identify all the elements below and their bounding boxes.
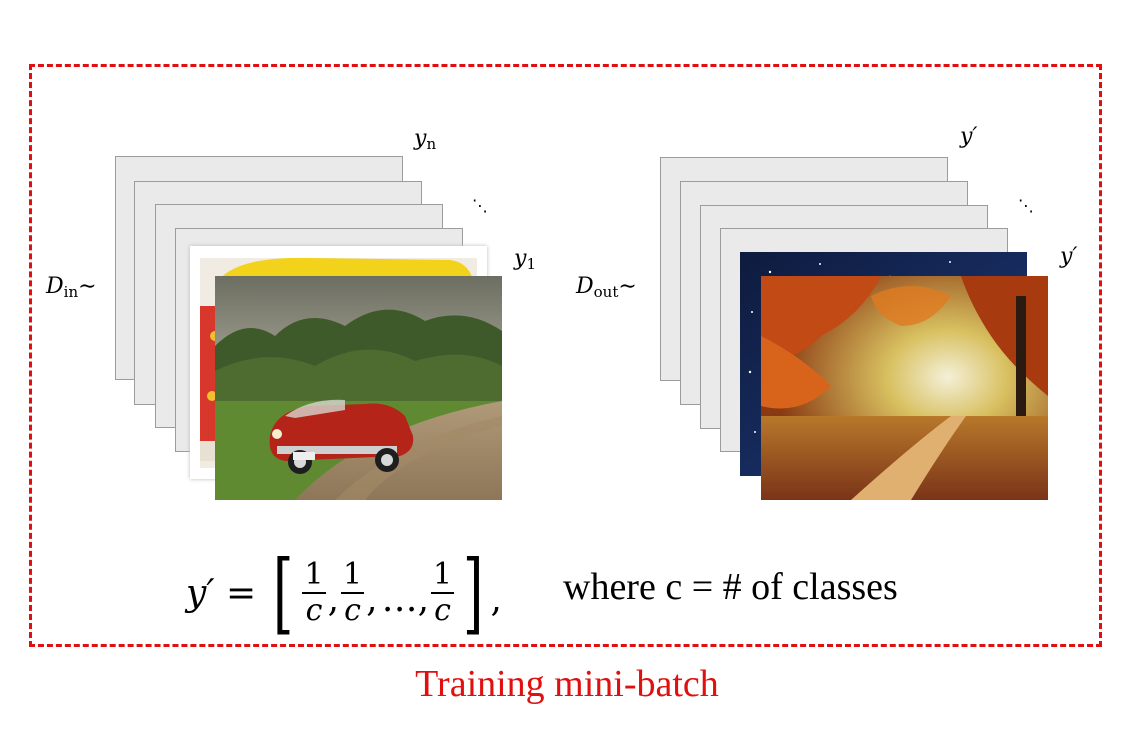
- ellipsis-left: ⋱: [472, 196, 488, 215]
- label-y-n: yn: [414, 126, 437, 153]
- label-d-in: Din∼: [46, 274, 97, 301]
- label-d-out: Dout∼: [576, 274, 637, 301]
- formula-dots: …: [381, 579, 418, 620]
- label-y-1: y1: [514, 246, 536, 273]
- autumn-forest-image: [761, 276, 1048, 500]
- ellipsis-right: ⋱: [1018, 196, 1034, 215]
- formula-comma-3: ,: [417, 579, 430, 620]
- formula-lhs: y′ =: [186, 572, 257, 614]
- where-text: where c = # of classes: [563, 566, 898, 608]
- mini-batch-frame: [29, 64, 1102, 647]
- right-bracket: ]: [462, 541, 484, 644]
- left-bracket: [: [272, 541, 294, 644]
- label-y-prime-top: y′: [960, 124, 978, 149]
- formula-trailing-comma: ,: [490, 579, 502, 620]
- caption-training-mini-batch: Training mini-batch: [415, 663, 719, 705]
- car-image: [215, 276, 502, 500]
- formula-comma-2: ,: [366, 579, 378, 620]
- label-y-prime-mid: y′: [1060, 244, 1078, 269]
- formula-comma-1: ,: [327, 579, 340, 620]
